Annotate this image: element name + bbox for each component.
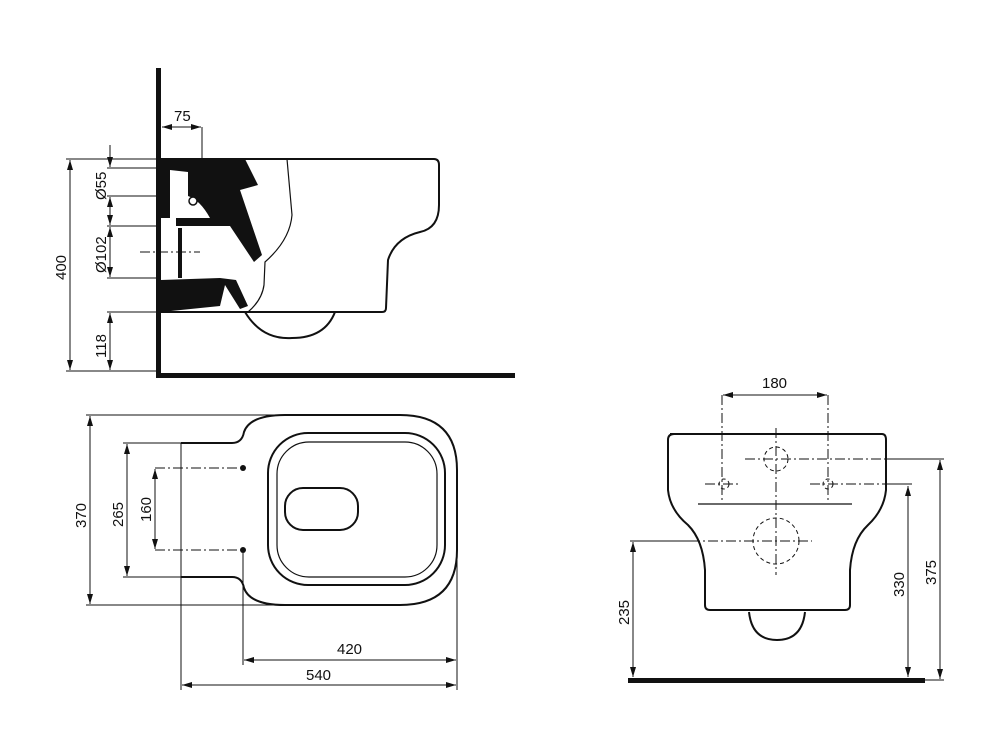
- dim-400: 400: [53, 255, 70, 280]
- outlet-hole: [752, 517, 800, 565]
- fixing-hole: [240, 465, 246, 471]
- rear-view: 180 235 330 375: [616, 375, 944, 683]
- floor: [628, 678, 925, 683]
- fixing-hole: [822, 478, 834, 490]
- dim-160: 160: [138, 497, 155, 522]
- rear-outline: [667, 433, 887, 611]
- fixing-hole: [240, 547, 246, 553]
- bowl-opening: [284, 487, 359, 531]
- dim-420: 420: [337, 641, 362, 658]
- seat-inner: [276, 441, 438, 578]
- seat-outer: [267, 432, 446, 586]
- dim-180: 180: [762, 375, 787, 392]
- rear-bulge: [748, 611, 806, 642]
- top-view: 370 265 160 420 540: [73, 414, 458, 690]
- inner-bowl-line: [247, 158, 293, 313]
- inlet-hole: [188, 196, 198, 206]
- top-outline: [181, 414, 458, 606]
- wall: [156, 68, 161, 378]
- dim-370: 370: [73, 503, 90, 528]
- fixing-hole: [718, 478, 730, 490]
- dim-330: 330: [891, 572, 908, 597]
- bowl-bulge: [244, 311, 336, 340]
- section-hatch: [161, 159, 262, 262]
- dim-375: 375: [923, 560, 940, 585]
- dim-diameter-55: Ø55: [93, 172, 110, 200]
- dim-75: 75: [174, 108, 191, 125]
- dim-265: 265: [110, 502, 127, 527]
- dim-diameter-102: Ø102: [93, 236, 110, 273]
- bowl-outline: [161, 158, 440, 313]
- dim-118: 118: [93, 334, 110, 358]
- side-view: 75 400 Ø55 Ø102 118: [53, 68, 515, 378]
- floor: [156, 373, 515, 378]
- inlet-hole: [763, 446, 789, 472]
- dim-540: 540: [306, 667, 331, 684]
- dim-235: 235: [616, 600, 633, 625]
